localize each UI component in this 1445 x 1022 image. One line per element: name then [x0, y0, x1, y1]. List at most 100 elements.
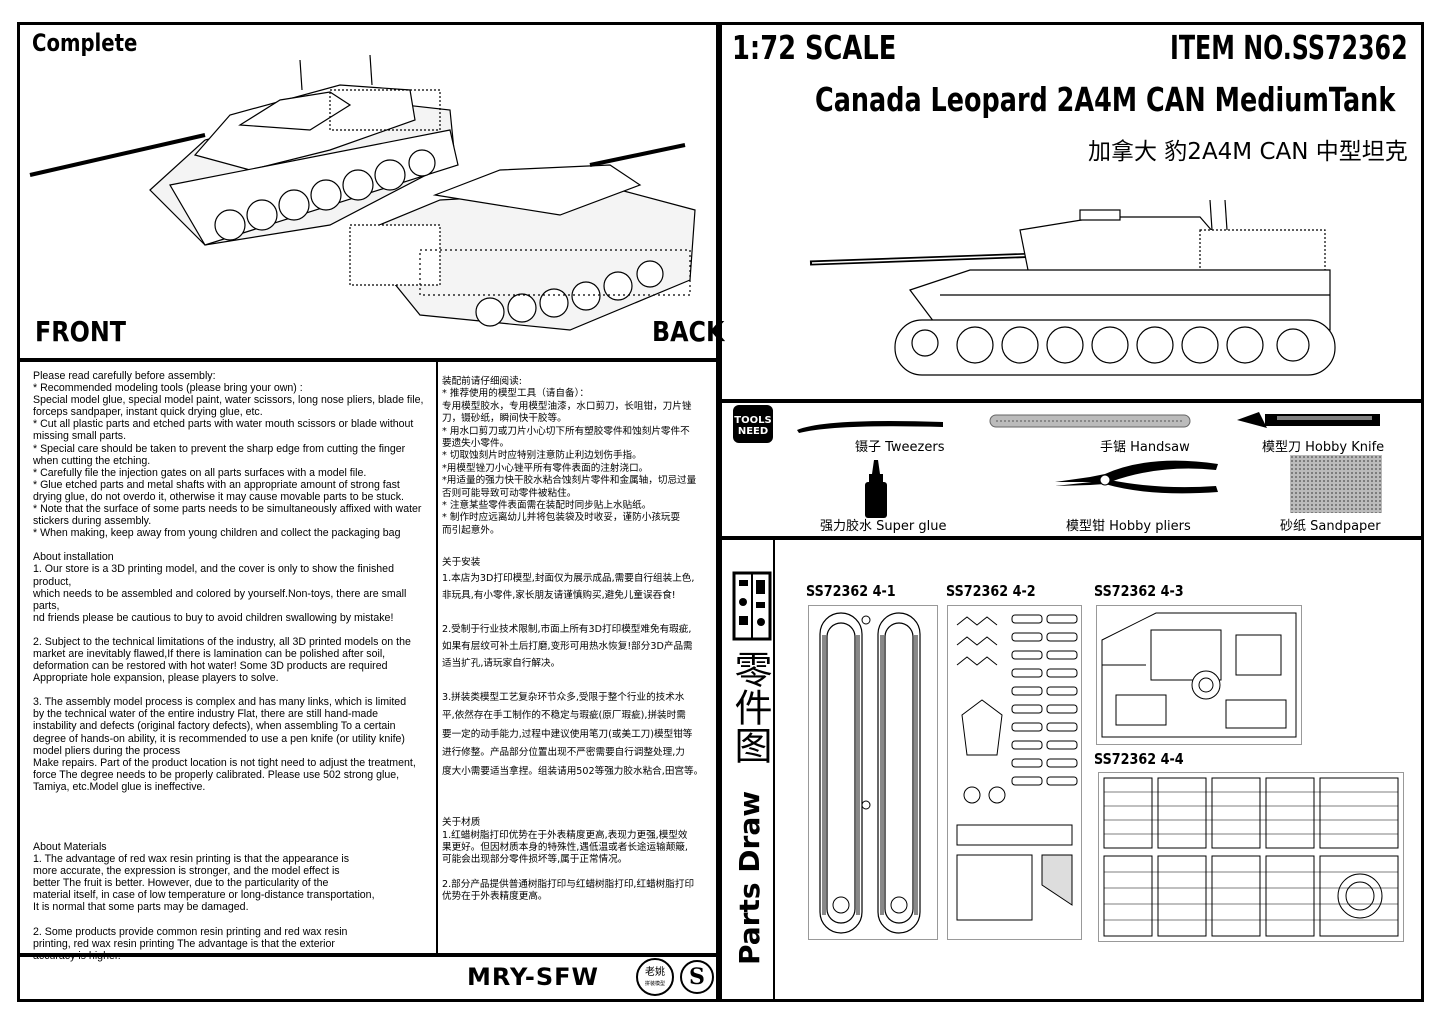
- parts-panel: [719, 537, 1424, 1002]
- read-line: * Cut all plastic parts and etched parts…: [33, 418, 414, 431]
- materials-line: more accurate, the expression is stronge…: [33, 865, 340, 878]
- read-line-zh: 刀，镊砂纸，瞬间快干胶等。: [442, 413, 567, 425]
- install-line-zh: 要一定的动手能力,过程中建议使用笔刀(或美工刀)模型钳等: [442, 728, 693, 740]
- parts-label-divider: [773, 539, 775, 1001]
- materials-line: material itself, in case of low temperat…: [33, 889, 375, 902]
- handsaw-icon: [989, 414, 1191, 428]
- sheet-4-3-drawing: [1096, 605, 1302, 745]
- install-line: Appropriate hole expansion, please playe…: [33, 672, 279, 685]
- install-line: degree of hands-on ability, it is recomm…: [33, 732, 405, 745]
- sheet-label-4-3: SS72362 4-3: [1094, 582, 1184, 600]
- install-line-zh: 3.拼装类模型工艺复杂环节众多,受限于整个行业的技术水: [442, 691, 685, 703]
- seal-sub: 拼装模型: [644, 981, 665, 987]
- materials-line: 1. The advantage of red wax resin printi…: [33, 853, 350, 866]
- item-number: ITEM NO.SS72362: [1170, 28, 1408, 67]
- materials-p1-zh: 1.红蜡树脂打印优势在于外表精度更高,表现力更强,模型效 果更好。但因材质本身的…: [442, 830, 717, 867]
- parts-vertical-zh: 零件图: [728, 650, 772, 764]
- materials-header-zh: 关于材质: [442, 817, 481, 829]
- read-line: drying glue, do not overdo it, otherwise…: [33, 490, 404, 503]
- sheet-label-4-2: SS72362 4-2: [946, 582, 1036, 600]
- read-header-zh: 装配前请仔细阅读:: [442, 376, 522, 387]
- read-lines-zh: * 推荐使用的模型工具（请自备）： 专用模型胶水，专用模型油漆，水口剪刀，长咀钳…: [442, 388, 717, 537]
- read-line-zh: 专用模型胶水，专用模型油漆，水口剪刀，长咀钳，刀片锉: [442, 400, 692, 412]
- instructions-english: Please read carefully before assembly: *…: [33, 370, 433, 962]
- install-line: model pliers during the process: [33, 744, 181, 757]
- materials-line-zh: 优势在于外表精度更高。: [442, 891, 548, 903]
- read-line-zh: 否则可能导致可动零件被粘住。: [442, 487, 577, 499]
- read-line: missing small parts.: [33, 430, 127, 443]
- back-label: BACK: [652, 315, 725, 348]
- install-line-zh: 1.本店为3D打印模型,封面仅为展示成品,需要自行组装上色,: [442, 572, 695, 584]
- materials-line: 2. Some products provide common resin pr…: [33, 925, 348, 938]
- front-label: FRONT: [35, 315, 126, 348]
- install-line: by the technical water of the entire ind…: [33, 708, 379, 721]
- read-line-zh: *用模型锉刀小心锉平所有零件表面的注射浇口。: [442, 462, 649, 474]
- sheet-label-4-1: SS72362 4-1: [806, 582, 896, 600]
- read-line-zh: *用适量的强力快干胶水粘合蚀刻片零件和金属轴，切忌过量: [442, 475, 697, 487]
- read-header-en: Please read carefully before assembly:: [33, 370, 216, 382]
- read-line: forceps sandpaper, instant quick drying …: [33, 406, 263, 419]
- materials-line-zh: 果更好。但因材质本身的特殊性,遇低温或者长途运输颠簸,: [442, 842, 688, 853]
- brand-name: MRY-SFW: [467, 963, 600, 991]
- install-line: 1. Our store is a 3D printing model, and…: [33, 563, 394, 588]
- tool-tweezers-label: 镊子 Tweezers: [855, 440, 945, 455]
- install-p3-en: 3. The assembly model process is complex…: [33, 696, 433, 793]
- logo-char: S: [689, 964, 705, 990]
- instructions-chinese: 装配前请仔细阅读: * 推荐使用的模型工具（请自备）： 专用模型胶水，专用模型油…: [442, 376, 717, 904]
- materials-line: accuracy is higher.: [33, 949, 121, 962]
- read-line: * Note that the surface of some parts ne…: [33, 503, 422, 516]
- glue-bottle-icon: [865, 460, 887, 518]
- tools-badge-label: TOOLS NEED: [734, 415, 772, 437]
- materials-line-zh: 1.红蜡树脂打印优势在于外表精度更高,表现力更强,模型效: [442, 829, 688, 841]
- install-line: 2. Subject to the technical limitations …: [33, 635, 411, 648]
- tool-handsaw-label: 手锯 Handsaw: [1100, 440, 1190, 455]
- read-line-zh: * 用水口剪刀或刀片小心切下所有塑胶零件和蚀刻片零件不: [442, 425, 690, 437]
- sheet-4-2-drawing: [947, 605, 1082, 940]
- tweezers-icon: [797, 421, 943, 433]
- hobby-knife-icon: [1237, 412, 1380, 428]
- tool-glue-label: 强力胶水 Super glue: [820, 519, 947, 534]
- read-line-zh: * 制作时应远离幼儿并将包装袋及时收妥，谨防小孩玩耍: [442, 512, 681, 524]
- scale-label: 1:72 SCALE: [732, 28, 897, 67]
- materials-line: printing, red wax resin printing The adv…: [33, 937, 335, 950]
- materials-line: It is normal that some parts may be dama…: [33, 901, 249, 914]
- install-line: Tamiya, etc.Model glue is ineffective.: [33, 780, 206, 793]
- install-line-zh: 进行修整。产品部分位置出现不严密需要自行调整处理,力: [442, 747, 685, 759]
- install-line-zh: 平,依然存在手工制作的不稳定与瑕疵(原厂瑕疵),拼装时需: [442, 710, 686, 722]
- install-p1-en: 1. Our store is a 3D printing model, and…: [33, 563, 433, 623]
- read-line: * Special care should be taken to preven…: [33, 442, 406, 455]
- materials-p1-en: 1. The advantage of red wax resin printi…: [33, 853, 433, 913]
- read-line: stickers during assembly.: [33, 515, 152, 528]
- install-line-zh: 适当扩孔,请玩家自行解决。: [442, 657, 561, 669]
- tool-knife-label: 模型刀 Hobby Knife: [1262, 440, 1385, 455]
- read-line: when cutting the etching.: [33, 454, 151, 467]
- pliers-icon: [1055, 460, 1218, 494]
- install-p2-zh: 2.受制于行业技术限制,市面上所有3D打印模型难免有瑕疵, 如果有层纹可补土后打…: [442, 621, 717, 672]
- read-line-zh: * 注意某些零件表面需在装配时同步贴上水贴纸。: [442, 500, 652, 512]
- tank-back-drawing: [349, 143, 696, 331]
- materials-line-zh: 可能会出现部分零件损坏等,属于正常情况。: [442, 854, 628, 866]
- materials-header-en: About Materials: [33, 841, 107, 853]
- title-english: Canada Leopard 2A4M CAN MediumTank: [815, 80, 1396, 119]
- install-line: deformation can be restored with hot wat…: [33, 660, 388, 673]
- install-line: 3. The assembly model process is complex…: [33, 696, 407, 709]
- sprue-icon: [732, 571, 772, 641]
- parts-vertical-en: Parts Draw: [733, 790, 766, 965]
- sheet-label-4-4: SS72362 4-4: [1094, 750, 1184, 768]
- read-line: * When making, keep away from young chil…: [33, 527, 401, 540]
- install-line-zh: 度大小需要适当拿捏。组装请用502等强力胶水粘合,田宫等。: [442, 765, 704, 777]
- sandpaper-icon: [1290, 455, 1382, 513]
- complete-label: Complete: [32, 29, 138, 57]
- footer-panel: [17, 954, 719, 1002]
- install-header-zh: 关于安装: [442, 557, 481, 569]
- tool-sandpaper-label: 砂纸 Sandpaper: [1280, 519, 1381, 534]
- title-chinese: 加拿大 豹2A4M CAN 中型坦克: [1088, 139, 1408, 165]
- install-line: which needs to be assembled and colored …: [33, 587, 407, 612]
- read-line: * Carefully file the injection gates on …: [33, 466, 367, 479]
- install-line: Make repairs. Part of the product locati…: [33, 756, 416, 769]
- materials-p2-en: 2. Some products provide common resin pr…: [33, 926, 433, 962]
- brand-seal: 老姚 拼装模型: [636, 958, 674, 996]
- tools-badge: TOOLS NEED: [733, 405, 773, 443]
- install-header-en: About installation: [33, 551, 114, 564]
- column-divider: [436, 362, 438, 954]
